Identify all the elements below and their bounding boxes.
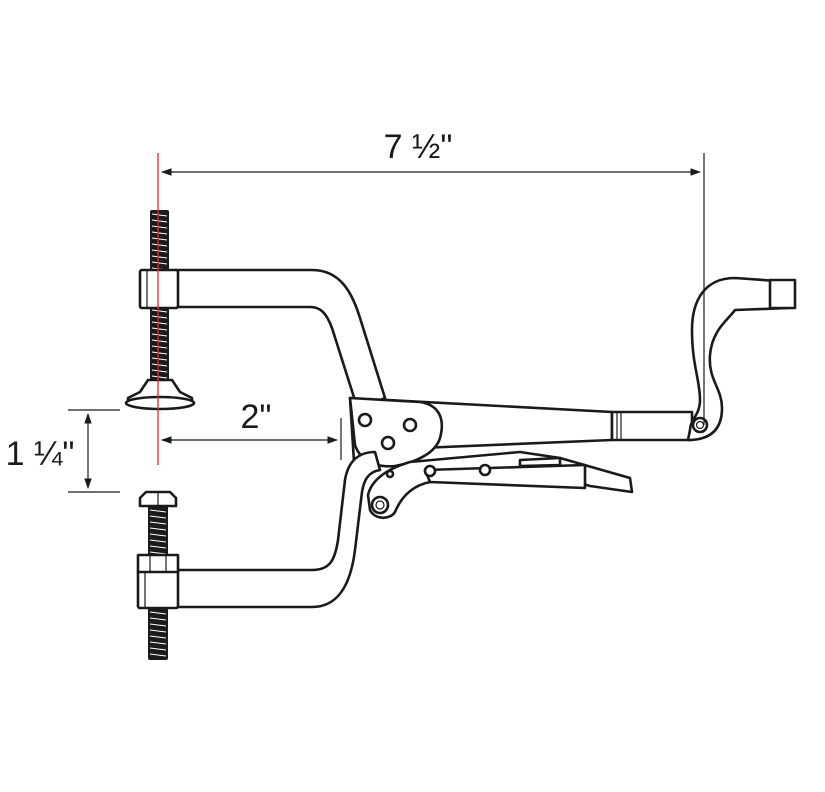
thread-groove	[149, 623, 167, 627]
lower-jaw-arm	[136, 450, 382, 610]
thread-groove	[151, 237, 168, 241]
thread-groove	[149, 617, 167, 621]
thread-groove	[151, 249, 168, 253]
thread-groove	[149, 611, 167, 615]
thread-groove	[151, 219, 168, 223]
throat-label: 2"	[241, 398, 272, 436]
upper-swivel-pad	[124, 378, 196, 411]
release-lever	[366, 450, 634, 520]
thread-groove	[151, 327, 168, 331]
thread-groove	[149, 521, 167, 525]
thread-groove	[149, 527, 167, 531]
thread-groove	[151, 321, 168, 325]
thread-groove	[151, 363, 168, 367]
thread-groove	[151, 225, 168, 229]
thread-groove	[149, 551, 167, 555]
thread-groove	[151, 333, 168, 337]
thread-groove	[149, 545, 167, 549]
thread-groove	[151, 213, 168, 217]
jaw-head-plate	[348, 396, 444, 468]
thread-groove	[151, 375, 168, 379]
thread-groove	[149, 515, 167, 519]
thread-groove	[149, 509, 167, 513]
thread-groove	[151, 369, 168, 373]
throat-dimension: 2"	[160, 398, 342, 460]
thread-groove	[149, 539, 167, 543]
thread-groove	[151, 351, 168, 355]
thread-groove	[149, 653, 167, 657]
lower-bolt-head	[136, 490, 180, 574]
reach-label: 7 ½"	[384, 128, 453, 166]
thread-groove	[149, 629, 167, 633]
opening-label: 1 ¼"	[6, 435, 75, 473]
thread-groove	[149, 635, 167, 639]
thread-groove	[151, 255, 168, 259]
jaw-opening-dimension: 1 ¼"	[6, 409, 120, 493]
thread-groove	[151, 345, 168, 349]
thread-groove	[151, 231, 168, 235]
thread-groove	[149, 641, 167, 645]
thread-groove	[151, 243, 168, 247]
thread-groove	[151, 339, 168, 343]
thread-groove	[149, 647, 167, 651]
reach-dimension: 7 ½"	[160, 128, 705, 425]
thread-groove	[151, 261, 168, 265]
thread-groove	[151, 309, 168, 313]
thread-groove	[151, 315, 168, 319]
thread-groove	[151, 357, 168, 361]
thread-groove	[149, 533, 167, 537]
